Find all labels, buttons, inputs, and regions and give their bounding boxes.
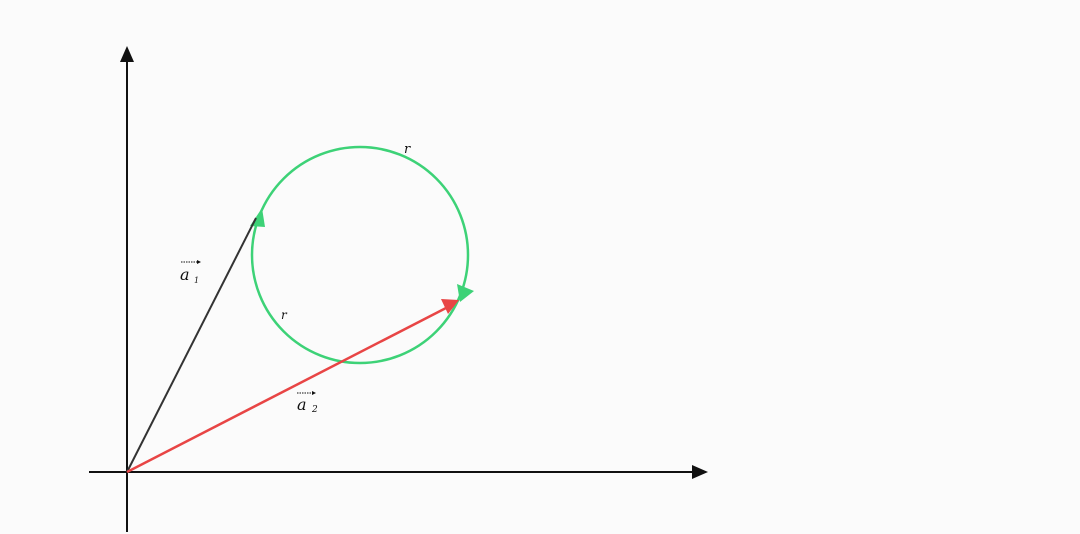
vector-a2-line xyxy=(126,306,447,474)
circle xyxy=(250,145,474,365)
axes xyxy=(89,46,708,532)
label-r-top: r xyxy=(404,142,411,157)
label-a1: a 1 xyxy=(180,260,201,285)
vector-a1 xyxy=(126,217,257,473)
label-a2-overarrow-head xyxy=(312,391,316,395)
label-r-left: r xyxy=(281,308,288,322)
label-a1-sub: 1 xyxy=(194,276,199,285)
label-a2: a 2 xyxy=(297,391,318,415)
vector-a2-arrowhead xyxy=(441,299,459,314)
label-a2-sub: 2 xyxy=(311,405,318,415)
label-a1-base: a xyxy=(180,265,190,284)
x-axis-arrowhead xyxy=(692,465,708,479)
vector-a1-line xyxy=(126,217,257,473)
vector-a2 xyxy=(126,299,459,474)
circle-outline xyxy=(250,145,470,365)
label-a1-overarrow-head xyxy=(197,260,201,264)
label-a2-base: a xyxy=(297,395,307,414)
y-axis-arrowhead xyxy=(120,46,134,62)
circle-arrowhead-right xyxy=(457,284,474,302)
